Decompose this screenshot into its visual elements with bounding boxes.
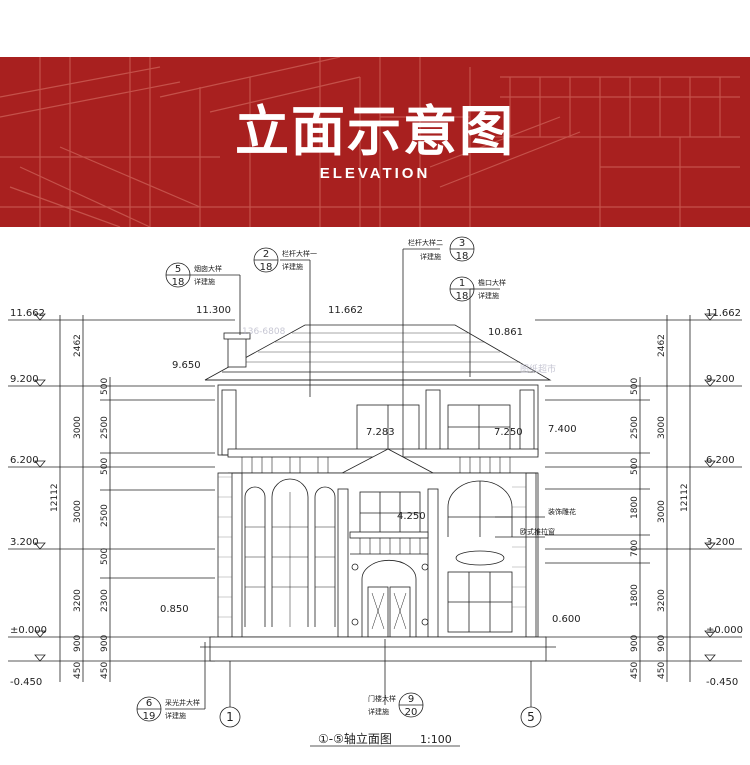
watermark-name: 图纸超市: [520, 363, 556, 375]
banner-sketch-background: [0, 57, 750, 227]
caption-axis: ①-⑤轴立面图: [318, 731, 392, 746]
level-right-0000: ±0.000: [706, 625, 743, 636]
header-banner: 立面示意图 ELEVATION: [0, 57, 750, 227]
dim-right-3000a: 3000: [657, 416, 667, 439]
dim-left-inner-2300: 2300: [100, 589, 110, 612]
dim-left-450: 450: [73, 662, 83, 679]
banner-subtitle: ELEVATION: [319, 165, 431, 182]
annotation-decor: 装饰雕花: [548, 507, 576, 516]
banner-title: 立面示意图: [235, 100, 515, 163]
dim-right-inner-1800b: 1800: [630, 584, 640, 607]
callout-2-title: 栏杆大样一: [282, 249, 317, 258]
dim-left-900: 900: [73, 635, 83, 652]
level-chimney: 11.300: [196, 305, 231, 316]
axis-label-5: 5: [527, 710, 535, 724]
level-7250: 7.250: [494, 427, 523, 438]
callout-5-num: 5: [175, 264, 181, 275]
callout-3-num: 3: [459, 238, 465, 249]
annotation-window: 欧式推拉窗: [520, 527, 555, 536]
callout-1-title: 檐口大样: [478, 278, 506, 287]
callout-6-sheet: 19: [143, 711, 156, 722]
level-eave: 9.650: [172, 360, 201, 371]
level-left-6200: 6.200: [10, 455, 39, 466]
callout-2-note: 详建施: [282, 262, 303, 271]
dim-right-inner-500b: 500: [630, 458, 640, 475]
elevation-drawing: 11.662 9.200 6.200 3.200 ±0.000 -0.450 1…: [0, 227, 750, 761]
callout-1-note: 详建施: [478, 291, 499, 300]
level-left-11662: 11.662: [10, 308, 45, 319]
callout-2-sheet: 18: [260, 262, 273, 273]
level-left-3200: 3.200: [10, 537, 39, 548]
dim-left-3200: 3200: [73, 589, 83, 612]
dim-right-inner-700: 700: [630, 540, 640, 557]
dim-right-3200: 3200: [657, 589, 667, 612]
callout-9-title: 门楼大样: [368, 694, 396, 703]
dim-right-inner-500a: 500: [630, 378, 640, 395]
level-4250: 4.250: [397, 511, 426, 522]
level-7400: 7.400: [548, 424, 577, 435]
elevation-svg: 11.662 9.200 6.200 3.200 ±0.000 -0.450 1…: [8, 236, 743, 747]
callout-1-num: 1: [459, 278, 465, 289]
dim-right-total: 12112: [680, 483, 690, 512]
dim-left-inner-900: 900: [100, 635, 110, 652]
level-left-0000: ±0.000: [10, 625, 47, 636]
dim-right-900: 900: [657, 635, 667, 652]
level-right-0450: -0.450: [706, 677, 738, 688]
callout-5-title: 烟囱大样: [194, 264, 222, 273]
level-left-9200: 9.200: [10, 374, 39, 385]
callout-6-note: 详建施: [165, 711, 186, 720]
level-0600: 0.600: [552, 614, 581, 625]
dim-left-inner-500b: 500: [100, 458, 110, 475]
callout-2-num: 2: [263, 249, 269, 260]
dim-left-inner-500c: 500: [100, 548, 110, 565]
dim-left-inner-450: 450: [100, 662, 110, 679]
dim-left-3000b: 3000: [73, 500, 83, 523]
dim-right-inner-1800a: 1800: [630, 496, 640, 519]
dim-left-inner-2500a: 2500: [100, 416, 110, 439]
level-ridge: 11.662: [328, 305, 363, 316]
level-right-6200: 6.200: [706, 455, 735, 466]
callout-5-note: 详建施: [194, 277, 215, 286]
callout-3-title: 栏杆大样二: [408, 238, 443, 247]
level-left-0450: -0.450: [10, 677, 42, 688]
dim-right-inner-450: 450: [630, 662, 640, 679]
dim-left-2462: 2462: [73, 334, 83, 357]
dim-left-total: 12112: [50, 483, 60, 512]
callout-9-num: 9: [408, 694, 414, 705]
watermark-phone: 136-6808: [242, 327, 286, 337]
callout-9-note: 详建施: [368, 707, 389, 716]
dim-left-inner-2500b: 2500: [100, 504, 110, 527]
callout-1-sheet: 18: [456, 291, 469, 302]
dim-left-3000a: 3000: [73, 416, 83, 439]
level-10861: 10.861: [488, 327, 523, 338]
callout-3-sheet: 18: [456, 251, 469, 262]
callout-6-num: 6: [146, 698, 152, 709]
caption-scale: 1:100: [420, 733, 452, 746]
callout-9-sheet: 20: [405, 707, 418, 718]
dim-left-inner-500a: 500: [100, 378, 110, 395]
level-right-11662: 11.662: [706, 308, 741, 319]
dim-right-2462: 2462: [657, 334, 667, 357]
level-7283: 7.283: [366, 427, 395, 438]
dim-right-inner-900: 900: [630, 635, 640, 652]
callout-5-sheet: 18: [172, 277, 185, 288]
level-0850: 0.850: [160, 604, 189, 615]
dim-right-3000b: 3000: [657, 500, 667, 523]
axis-label-1: 1: [226, 710, 234, 724]
dim-right-450: 450: [657, 662, 667, 679]
callout-3-note: 详建施: [420, 252, 441, 261]
callout-6-title: 采光井大样: [165, 698, 200, 707]
level-right-9200: 9.200: [706, 374, 735, 385]
level-right-3200: 3.200: [706, 537, 735, 548]
dim-right-inner-2500: 2500: [630, 416, 640, 439]
